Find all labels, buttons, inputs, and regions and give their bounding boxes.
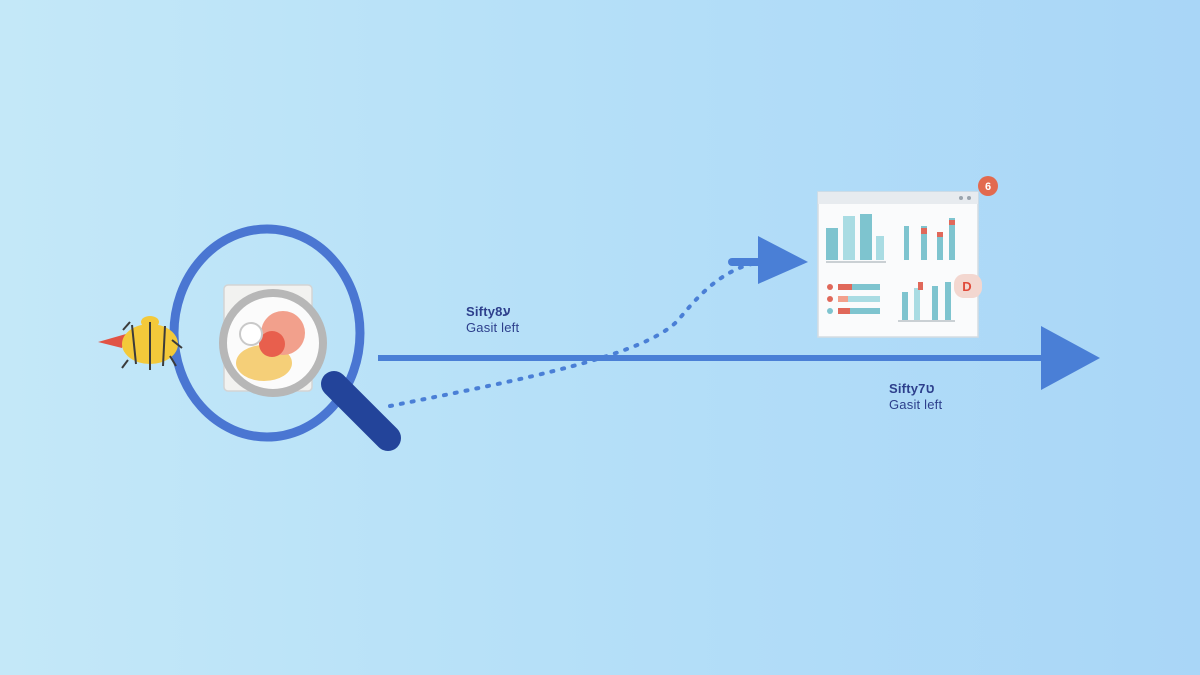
step-label-2-title: Siftyט7 [889, 381, 935, 396]
bug-icon [98, 316, 183, 370]
main-arrow [378, 326, 1100, 390]
step-label-1: Siftyע8 Gasit left [466, 304, 519, 336]
badge-side-text: D [962, 279, 971, 294]
dotted-arrow [388, 236, 808, 408]
dashboard-window-icon [817, 191, 979, 338]
notification-badge-icon: 6 [978, 176, 998, 196]
step-label-2-subtitle: Gasit left [889, 397, 943, 412]
status-badge: D [954, 274, 982, 298]
step-label-1-subtitle: Gasit left [466, 320, 520, 335]
magnifying-glass-icon [219, 289, 401, 451]
step-label-1-title: Siftyע8 [466, 304, 511, 319]
badge-top-text: 6 [985, 181, 991, 193]
step-label-2: Siftyט7 Gasit left [889, 381, 942, 413]
focus-circle [169, 224, 365, 442]
